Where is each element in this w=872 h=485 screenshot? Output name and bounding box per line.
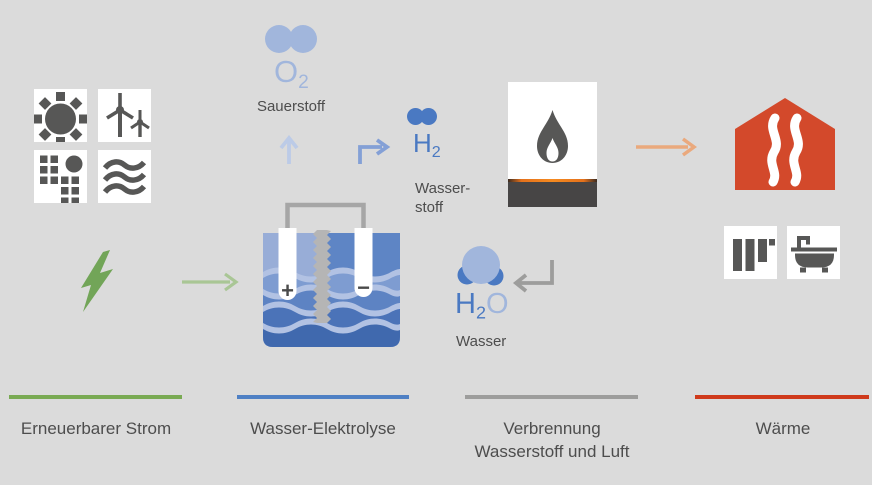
h2o-molecule-icon	[457, 246, 504, 286]
arrow-elbow-right-icon	[358, 138, 391, 164]
radiator-icon-tile	[724, 226, 777, 279]
sun-icon	[34, 92, 87, 142]
cathode-electrode	[354, 228, 373, 297]
arrow-return-left-icon	[512, 260, 554, 293]
bathtub-icon	[791, 236, 837, 273]
wind-icon-tile	[98, 89, 151, 142]
anode-plus-sign: +	[281, 278, 294, 303]
stage-label-electrolysis: Wasser-Elektrolyse	[250, 419, 396, 438]
h2-formula: H2	[413, 128, 441, 161]
hydrogen-caption: Wasser-stoff	[415, 180, 471, 216]
hydro-icon-tile	[98, 150, 151, 203]
boiler-flame-icon	[508, 82, 597, 207]
stage-underline-heat	[695, 395, 869, 399]
o2-formula: O2	[274, 54, 309, 93]
solar-panel-icon-tile	[34, 150, 87, 203]
wire	[285, 202, 366, 235]
stage-label-renewable: Erneuerbarer Strom	[20, 419, 172, 438]
lightning-bolt-icon	[81, 250, 113, 312]
membrane	[313, 230, 331, 323]
anode-electrode	[278, 228, 297, 300]
arrow-up-lightblue-icon	[279, 134, 299, 164]
radiator-icon	[733, 239, 775, 271]
stage-underline-combustion	[465, 395, 638, 399]
stage-label-heat: Wärme	[755, 419, 811, 438]
o2-molecule-icon	[265, 25, 317, 53]
bathtub-icon-tile	[787, 226, 840, 279]
oxygen-caption: Sauerstoff	[256, 98, 326, 115]
electrolysis-tank-icon: + −	[263, 202, 400, 347]
h2o-formula: H2O	[455, 288, 509, 323]
water-caption: Wasser	[456, 333, 507, 350]
solar-panel-icon	[40, 155, 83, 203]
cathode-minus-sign: −	[357, 275, 370, 300]
arrow-right-green-icon	[182, 272, 239, 292]
water-waves-icon	[102, 159, 147, 195]
sun-icon-tile	[34, 89, 87, 142]
stage-underline-renewable	[9, 395, 182, 399]
flame-icon	[537, 110, 568, 163]
stage-underline-electrolysis	[237, 395, 409, 399]
arrow-right-orange-icon	[636, 137, 697, 157]
h2-molecule-icon	[407, 108, 437, 125]
heated-house-icon	[735, 98, 835, 190]
wind-turbine-icon	[106, 93, 150, 137]
